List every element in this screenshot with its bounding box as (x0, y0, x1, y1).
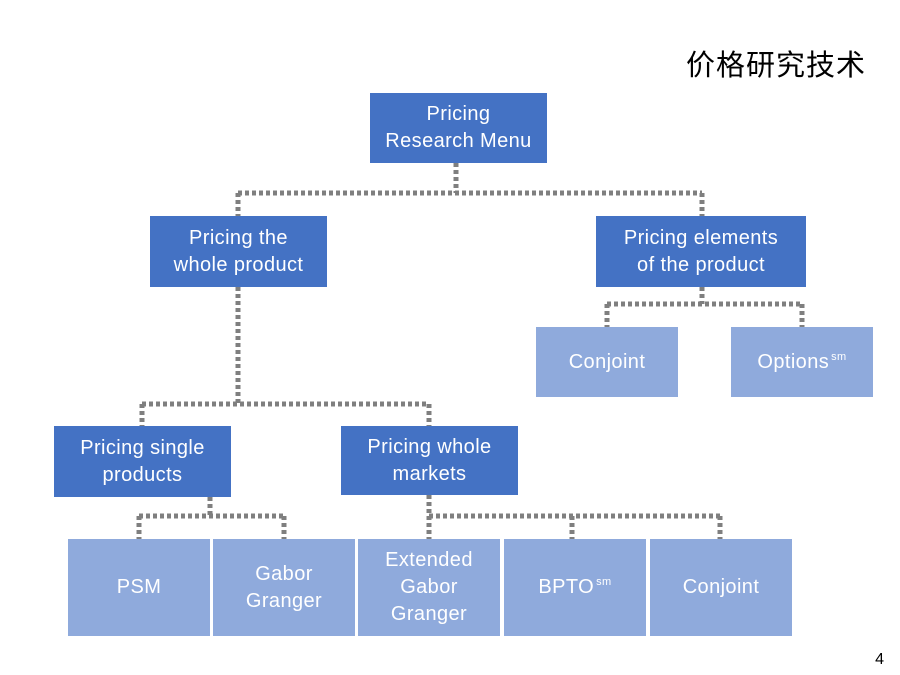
node-extended-gabor-granger: Extended Gabor Granger (358, 539, 500, 636)
node-label: Pricing elements of the product (623, 226, 779, 276)
node-label: Conjoint (568, 350, 646, 373)
node-conjoint-bottom: Conjoint (650, 539, 792, 636)
node-label: PSM (116, 576, 162, 598)
page-number: 4 (875, 651, 884, 668)
node-label: Conjoint (682, 576, 760, 598)
options-label: Options (757, 350, 830, 373)
node-label: Gabor Granger (245, 562, 323, 612)
node-label: Pricing the whole product (173, 226, 304, 276)
slide-title: 价格研究技术 (685, 48, 866, 82)
node-gabor-granger: Gabor Granger (213, 539, 355, 636)
node-pricing-whole-product: Pricing the whole product (150, 216, 327, 287)
node-label: Pricing Research Menu (385, 103, 532, 152)
node-label: Pricing single products (80, 436, 205, 486)
options-superscript: sm (831, 350, 847, 363)
node-conjoint-top: Conjoint (536, 327, 678, 397)
node-pricing-whole-markets: Pricing whole markets (341, 426, 518, 495)
node-psm: PSM (68, 539, 210, 636)
node-pricing-elements-product: Pricing elements of the product (596, 216, 806, 287)
node-pricing-research-menu: Pricing Research Menu (370, 93, 547, 163)
bpto-superscript: sm (596, 576, 612, 589)
node-label: Extended Gabor Granger (385, 549, 473, 625)
node-label: Pricing whole markets (367, 435, 492, 485)
bpto-label: BPTO (538, 576, 595, 598)
node-pricing-single-products: Pricing single products (54, 426, 231, 497)
